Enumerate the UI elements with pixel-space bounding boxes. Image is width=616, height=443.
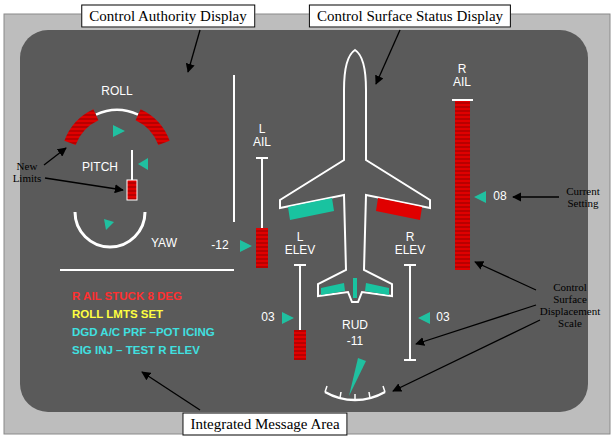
yaw-gauge [75, 212, 145, 247]
roll-gauge-part [96, 110, 138, 115]
gauge-title: ROLL [101, 85, 132, 98]
callout-label: New Limits [13, 160, 42, 184]
left-aileron-scale-part [256, 228, 268, 268]
aircraft-outline [280, 50, 430, 302]
leader-arrows [44, 30, 559, 410]
rudder-gauge-part [349, 358, 366, 396]
divider-lines-part [60, 269, 234, 271]
roll-gauge-part [138, 115, 164, 143]
callout-box: Control Surface Status Display [309, 5, 511, 28]
rudder-gauge-part [325, 386, 385, 400]
setting-value: 03 [436, 311, 449, 324]
screen [20, 30, 588, 412]
roll-gauge-part [70, 115, 96, 143]
leader-arrows-part [142, 372, 200, 410]
yaw-gauge-part [75, 212, 145, 247]
right-aileron-scale-part [452, 99, 473, 101]
left-aileron-scale-part [256, 157, 268, 159]
aircraft-outline-part [280, 50, 430, 302]
right-aileron-scale [452, 100, 486, 270]
status-message: ROLL LMTS SET [72, 308, 163, 321]
rudder-gauge [325, 358, 385, 400]
leader-arrows-part [45, 178, 123, 190]
leader-arrows-part [188, 30, 200, 72]
yaw-gauge-part [104, 219, 114, 230]
surface-name: R ELEV [395, 231, 426, 257]
status-message: R AIL STUCK 8 DEG [72, 290, 182, 303]
right-aileron-scale-part [474, 191, 486, 203]
leader-arrows-part [44, 148, 66, 165]
leader-arrows-part [513, 196, 559, 197]
aircraft-outline-part [353, 278, 357, 298]
left-aileron-scale [240, 158, 268, 268]
rudder-gauge-part-part [354, 394, 356, 400]
roll-gauge [70, 110, 164, 143]
roll-gauge-part [113, 125, 125, 137]
left-elevator-scale-part [282, 312, 294, 324]
left-elevator-scale-part [294, 330, 306, 360]
bezel [4, 14, 610, 434]
setting-value: 08 [493, 190, 506, 203]
left-elevator-scale [282, 265, 306, 360]
setting-value: -12 [211, 239, 228, 252]
right-elevator-scale [404, 265, 430, 360]
status-message: DGD A/C PRF –POT ICING [72, 326, 215, 339]
gauge-title: PITCH [82, 161, 118, 174]
rudder-gauge-part-part [325, 386, 327, 392]
callout-label: Control Surface Displacement Scale [540, 281, 600, 329]
bezel-part [4, 14, 610, 434]
right-elevator-scale-part [404, 264, 416, 266]
callout-title: Control Surface Status Display [317, 8, 503, 25]
setting-value: 03 [261, 311, 274, 324]
surface-name: L ELEV [285, 231, 316, 257]
screen-part [20, 30, 588, 412]
divider-lines [60, 75, 234, 270]
right-aileron-scale-part [455, 100, 470, 270]
left-elevator-scale-part [294, 264, 306, 266]
leader-arrows-part [416, 305, 536, 344]
surface-name: L AIL [253, 123, 271, 149]
aircraft-outline-part [365, 283, 389, 295]
divider-lines-part [233, 75, 235, 222]
aircraft-outline-part [376, 198, 422, 220]
status-message: SIG INJ – TEST R ELEV [72, 344, 200, 357]
rudder-gauge-part [325, 392, 385, 400]
rudder-gauge-part-part [383, 386, 385, 392]
pitch-gauge [127, 150, 148, 200]
right-elevator-scale-part [418, 312, 430, 324]
callout-title: Control Authority Display [89, 8, 247, 25]
callout-label: Current Setting [566, 185, 600, 209]
surface-name: RUD [342, 319, 368, 332]
gauge-title: YAW [151, 237, 177, 250]
right-elevator-scale-part [404, 359, 416, 361]
aircraft-outline-part [321, 283, 345, 295]
right-elevator-scale-part [409, 265, 411, 360]
surface-name: R AIL [453, 63, 471, 89]
callout-box: Control Authority Display [81, 5, 255, 28]
setting-value: -11 [347, 335, 363, 348]
left-aileron-scale-part [240, 240, 252, 252]
rudder-gauge-part-part [369, 392, 370, 398]
rudder-gauge-part-part [340, 392, 341, 398]
leader-arrows-part [475, 262, 536, 290]
pitch-gauge-part [127, 180, 137, 200]
aircraft-outline-part [288, 198, 334, 220]
callout-title: Integrated Message Area [190, 416, 339, 433]
pitch-gauge-part [138, 158, 148, 170]
callout-box: Integrated Message Area [182, 413, 347, 436]
leader-arrows-part [376, 30, 400, 84]
leader-arrows-part [393, 320, 540, 391]
